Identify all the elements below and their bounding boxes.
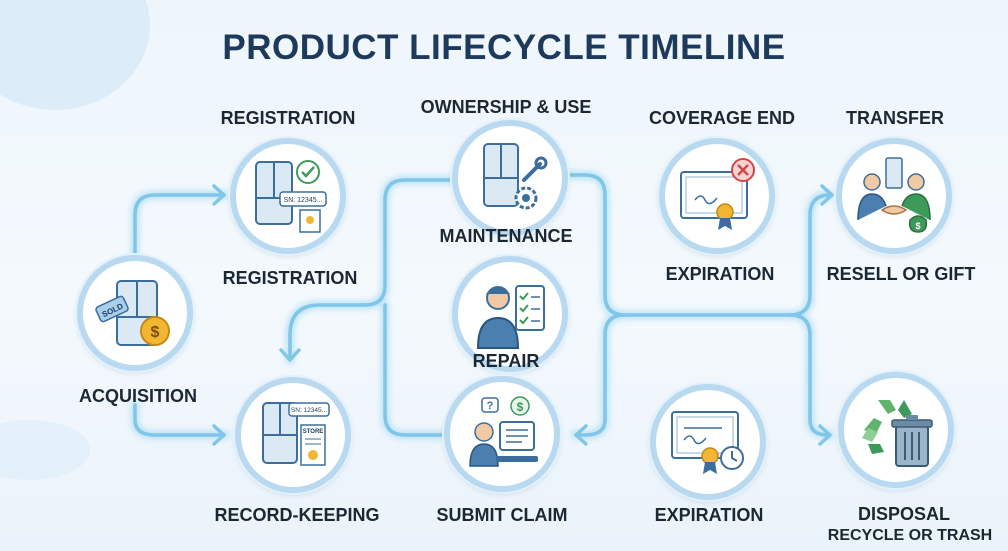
svg-text:$: $ (517, 400, 524, 414)
maintenance-node (452, 120, 568, 236)
transfer-label: RESELL OR GIFT (826, 264, 976, 284)
disposal-label: DISPOSAL (857, 504, 951, 524)
submit-claim-node: ? $ (444, 376, 560, 492)
transfer-node: $ (836, 138, 952, 254)
refrigerator-receipt-icon: SN: 12345... STORE (262, 402, 330, 466)
repair-label: REPAIR (472, 351, 540, 371)
svg-text:?: ? (487, 400, 494, 412)
acquisition-label: ACQUISITION (78, 386, 198, 406)
certificate-clock-icon (671, 411, 744, 474)
expiration-label: EXPIRATION (654, 505, 764, 525)
certificate-x-icon (680, 158, 755, 230)
expiration-node (650, 384, 766, 500)
registration-node: SN: 12345... (230, 138, 346, 254)
record-keeping-label: RECORD-KEEPING (214, 505, 380, 525)
recycle-trash-icon (862, 400, 933, 467)
coverage-end-label: EXPIRATION (665, 264, 775, 284)
ownership-heading: OWNERSHIP & USE (420, 97, 592, 117)
coverage-end-heading: COVERAGE END (648, 108, 796, 128)
coverage-end-node (659, 138, 775, 254)
refrigerator-sold-icon: SOLD $ (95, 280, 170, 346)
person-computer-icon: ? $ (469, 396, 538, 467)
acquisition-node: SOLD $ (77, 255, 193, 371)
refrigerator-wrench-icon (483, 143, 548, 210)
serial-number-text: SN: 12345... (284, 197, 323, 204)
serial-number-text: SN: 12345... (291, 407, 327, 414)
receipt-store-text: STORE (303, 429, 324, 435)
handshake-icon: $ (857, 157, 931, 233)
maintenance-label: MAINTENANCE (439, 226, 573, 246)
disposal-node (838, 372, 954, 488)
technician-checklist-icon (476, 285, 545, 349)
record-keeping-node: SN: 12345... STORE (235, 377, 351, 493)
disposal-sublabel: RECYCLE OR TRASH (827, 527, 993, 544)
registration-heading: REGISTRATION (220, 108, 356, 128)
refrigerator-check-icon: SN: 12345... (255, 160, 327, 233)
registration-label: REGISTRATION (222, 268, 358, 288)
page-title: PRODUCT LIFECYCLE TIMELINE (222, 28, 786, 67)
transfer-heading: TRANSFER (846, 108, 944, 128)
submit-claim-label: SUBMIT CLAIM (436, 505, 568, 525)
svg-text:$: $ (915, 221, 920, 231)
svg-text:$: $ (151, 324, 160, 341)
repair-node (452, 256, 568, 372)
